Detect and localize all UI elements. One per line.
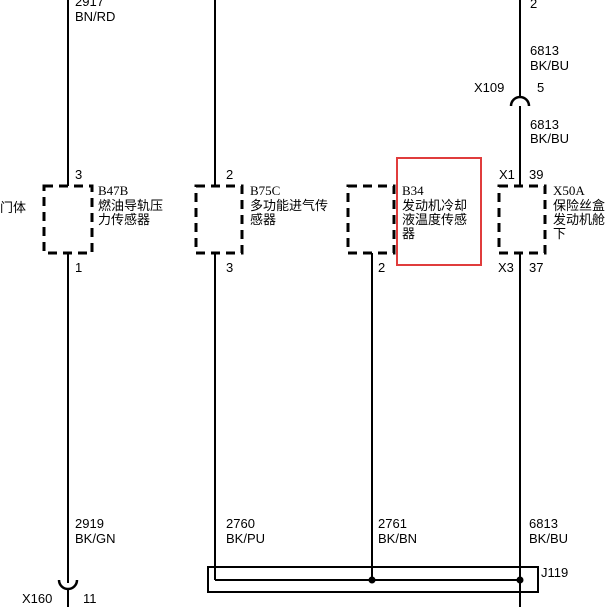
splice-dot-2761 [368, 576, 376, 584]
bottom-wire-2760-number: 2760 [226, 516, 255, 531]
x50a-name-line-1: 保险丝盒 [553, 198, 605, 213]
b75c-pin-bottom: 3 [226, 260, 233, 275]
top-left-wire-color: BN/RD [75, 9, 115, 24]
b47b-name-line-2: 力传感器 [98, 212, 150, 227]
b47b-name-line-1: 燃油导轨压 [98, 198, 163, 213]
highlight-box [396, 157, 482, 266]
top-right-wire-number: 6813 [530, 43, 559, 58]
bottom-wire-2919-color: BK/GN [75, 531, 115, 546]
connector-x109-pin: 5 [537, 80, 544, 95]
b34-id: B34 [402, 183, 424, 198]
connector-x109-label: X109 [474, 80, 504, 95]
b47b-pin-bottom: 1 [75, 260, 82, 275]
left-cut-label: 门体 [0, 200, 26, 215]
top-right-pin: 2 [530, 0, 537, 11]
bottom-wire-2760-color: BK/PU [226, 531, 265, 546]
connector-x109-symbol [509, 95, 531, 107]
component-b34-box [346, 184, 396, 255]
x50a-top-connector: X1 [499, 167, 515, 182]
x50a-pin-bottom: 37 [529, 260, 543, 275]
splice-j119-box [207, 566, 539, 593]
b34-name-line-3: 器 [402, 226, 415, 241]
x50a-name-line-3: 下 [553, 226, 566, 241]
x50a-pin-top: 39 [529, 167, 543, 182]
component-b75c-box [194, 184, 244, 255]
bottom-wire-2761-number: 2761 [378, 516, 407, 531]
top-right-wire-color: BK/BU [530, 58, 569, 73]
component-x50a-box [497, 184, 547, 255]
bottom-wire-2761-color: BK/BN [378, 531, 417, 546]
splice-j119-label: J119 [541, 565, 568, 580]
connector-x160-symbol [57, 579, 79, 591]
b34-pin-bottom: 2 [378, 260, 385, 275]
top-left-wire-number: 2917 [75, 0, 104, 9]
b75c-pin-top: 2 [226, 167, 233, 182]
bottom-wire-6813-color: BK/BU [529, 531, 568, 546]
connector-x160-label: X160 [22, 591, 52, 606]
b47b-id: B47B [98, 183, 129, 198]
x109-below-wire-color: BK/BU [530, 131, 569, 146]
b75c-id: B75C [250, 183, 280, 198]
x50a-id: X50A [553, 183, 585, 198]
b75c-name-line-1: 多功能进气传 [250, 198, 328, 213]
b34-name-line-2: 液温度传感 [402, 212, 467, 227]
x50a-bottom-connector: X3 [498, 260, 514, 275]
x109-below-wire-number: 6813 [530, 117, 559, 132]
bottom-wire-2919-number: 2919 [75, 516, 104, 531]
x50a-name-line-2: 发动机舱 [553, 212, 605, 227]
component-b47b-box [42, 184, 94, 255]
b47b-pin-top: 3 [75, 167, 82, 182]
splice-dot-6813 [516, 576, 524, 584]
b75c-name-line-2: 感器 [250, 212, 276, 227]
connector-x160-pin: 11 [83, 591, 97, 606]
bottom-wire-6813-number: 6813 [529, 516, 558, 531]
b34-name-line-1: 发动机冷却 [402, 198, 467, 213]
